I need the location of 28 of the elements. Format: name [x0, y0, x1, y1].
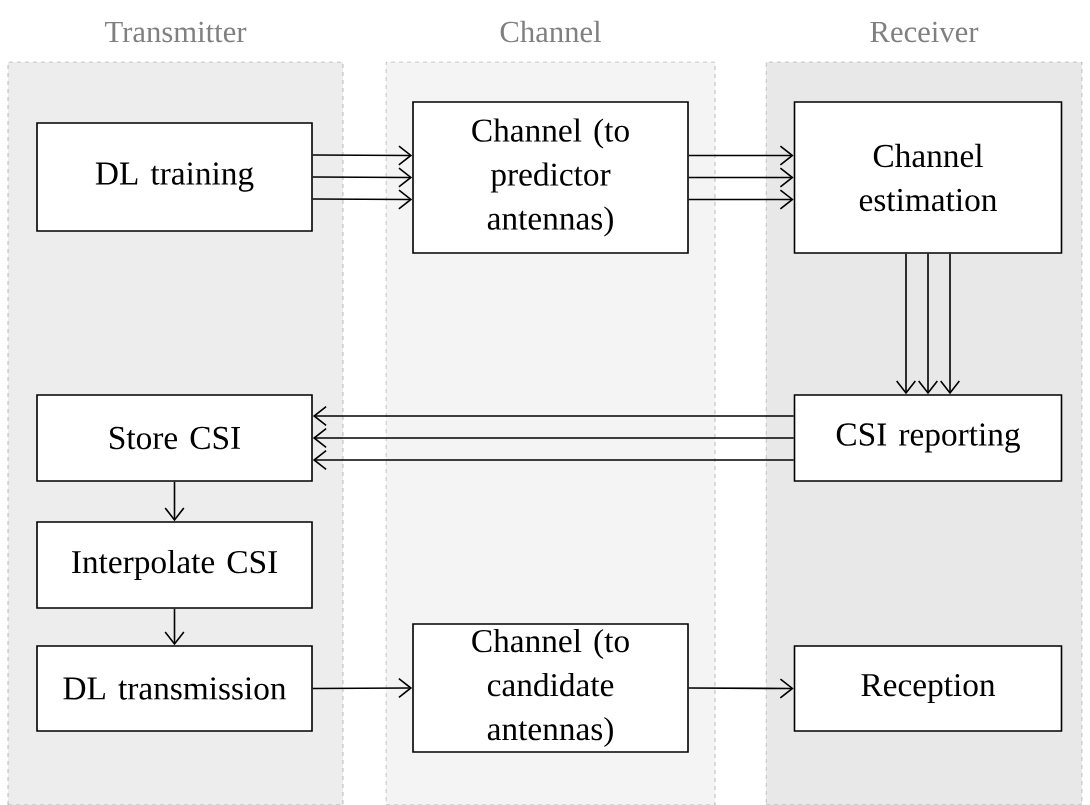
arrow — [312, 449, 795, 471]
arrow — [688, 145, 794, 166]
process-box: DL transmission — [36, 645, 313, 732]
arrow — [939, 253, 961, 395]
arrow — [312, 145, 413, 166]
process-box: Channel estimation — [793, 101, 1063, 254]
arrow — [312, 189, 413, 210]
arrow — [312, 405, 795, 427]
process-box: Channel (to candidate antennas) — [412, 623, 689, 753]
column-heading: Receiver — [870, 21, 979, 43]
column-heading: Transmitter — [105, 21, 247, 43]
process-box: CSI reporting — [793, 394, 1063, 482]
arrow — [688, 189, 794, 210]
arrow — [312, 167, 413, 188]
arrow — [917, 253, 939, 395]
column-heading: Channel — [500, 20, 601, 43]
arrow — [688, 167, 794, 188]
process-box: Reception — [793, 645, 1063, 732]
arrow — [895, 253, 917, 395]
arrow — [688, 678, 794, 699]
process-box: Interpolate CSI — [36, 521, 313, 609]
arrow — [164, 608, 185, 646]
process-box: Channel (to predictor antennas) — [412, 101, 689, 254]
process-box: DL training — [36, 122, 313, 232]
process-box: Store CSI — [36, 394, 313, 482]
arrow — [312, 427, 795, 449]
arrow — [164, 481, 185, 522]
arrow — [312, 677, 413, 699]
